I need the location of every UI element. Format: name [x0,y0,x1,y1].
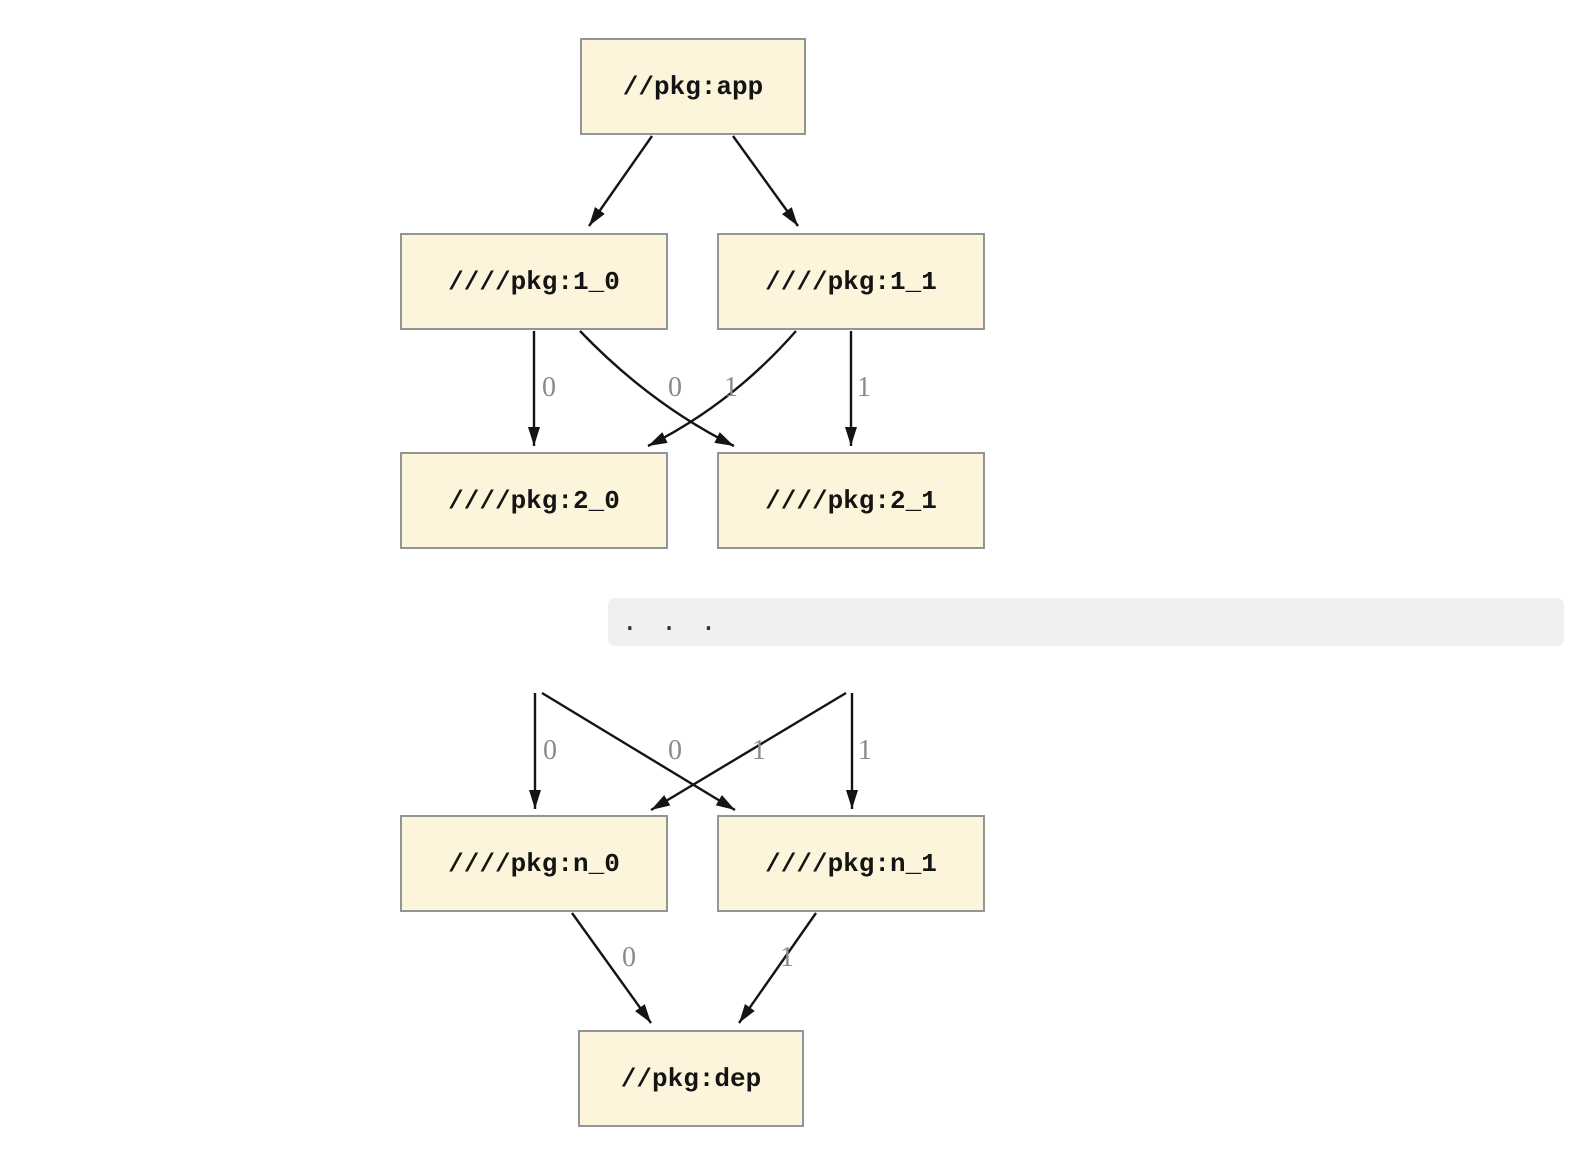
edge-label-1_0-2_1: 1 [724,372,738,403]
edge-1_0-to-2_1 [579,330,735,448]
ellipsis-row: . . . [608,598,1564,646]
node-dep-label: //pkg:dep [620,1063,762,1094]
edge-hidden-to-n_0-cross [650,691,847,812]
node-1_0: ////pkg:1_0 [400,233,668,330]
edge-label-hidden-n_1-vertical: 1 [858,735,872,766]
edge-label-n_1-dep: 1 [780,942,794,973]
edge-label-hidden-n_1-cross: 1 [752,735,766,766]
edge-n_0-to-dep [571,912,652,1024]
node-app-label: //pkg:app [622,71,764,102]
edge-app-to-1_0 [588,135,653,227]
node-2_1: ////pkg:2_1 [717,452,985,549]
node-n_0-label: ////pkg:n_0 [448,848,620,879]
node-1_1: ////pkg:1_1 [717,233,985,330]
ellipsis-text: . . . [622,607,721,637]
edge-label-1_1-2_1: 1 [857,372,871,403]
node-app: //pkg:app [580,38,806,135]
node-n_1-label: ////pkg:n_1 [765,848,937,879]
edge-label-hidden-n_0-vertical: 0 [543,735,557,766]
edge-1_1-to-2_0 [647,330,797,448]
node-1_0-label: ////pkg:1_0 [448,266,620,297]
edge-app-to-1_1 [732,135,799,227]
node-n_0: ////pkg:n_0 [400,815,668,912]
edge-label-1_0-2_0: 0 [542,372,556,403]
edge-hidden-to-n_1-cross [541,691,736,812]
node-1_1-label: ////pkg:1_1 [765,266,937,297]
node-2_1-label: ////pkg:2_1 [765,485,937,516]
edge-label-1_1-2_0: 0 [668,372,682,403]
edge-label-n_0-dep: 0 [622,942,636,973]
edge-label-hidden-n_0-cross: 0 [668,735,682,766]
node-2_0: ////pkg:2_0 [400,452,668,549]
node-n_1: ////pkg:n_1 [717,815,985,912]
node-dep: //pkg:dep [578,1030,804,1127]
edge-n_1-to-dep [738,912,817,1024]
node-2_0-label: ////pkg:2_0 [448,485,620,516]
